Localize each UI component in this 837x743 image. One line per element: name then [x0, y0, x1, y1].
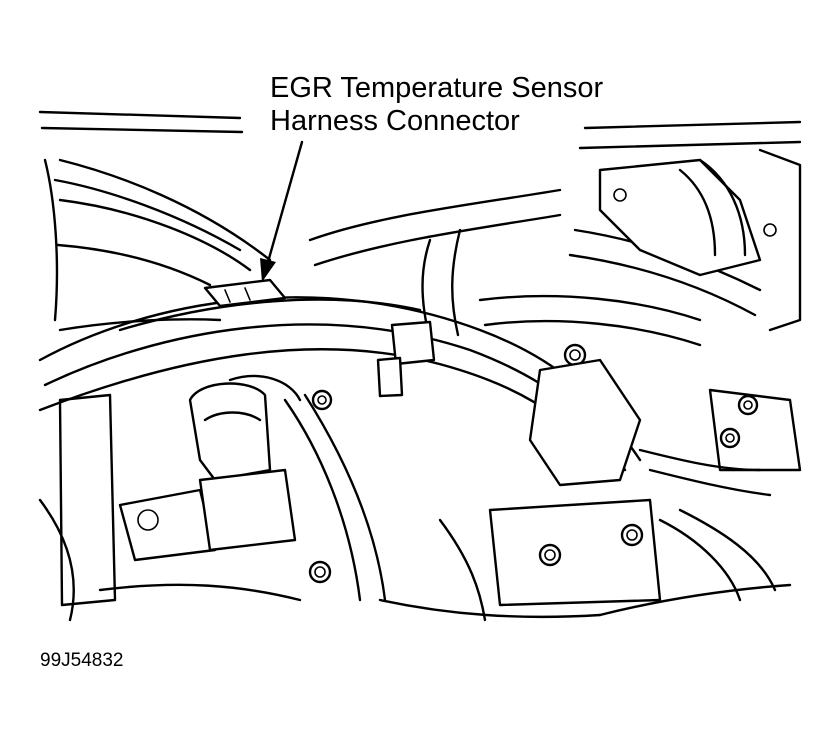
callout-line-2: Harness Connector [270, 105, 520, 137]
throttle-body [598, 148, 802, 332]
figure-id: 99J54832 [40, 650, 124, 671]
callout-arrow [260, 140, 304, 282]
bottom-lines [378, 518, 792, 622]
left-body-panel [43, 158, 272, 332]
hood-edge-lines [38, 110, 802, 150]
egr-temperature-sensor-connector [203, 278, 287, 308]
callout-label: EGR Temperature Sensor Harness Connector [270, 72, 603, 138]
harness-clamp [376, 320, 436, 398]
egr-valve-bracket [488, 358, 802, 607]
callout-line-1: EGR Temperature Sensor [270, 72, 604, 104]
egr-sensor-body [118, 374, 302, 562]
vertical-pipe [283, 393, 387, 602]
bolts [308, 343, 759, 584]
lower-left-block [38, 393, 302, 622]
upper-hoses [308, 188, 762, 347]
